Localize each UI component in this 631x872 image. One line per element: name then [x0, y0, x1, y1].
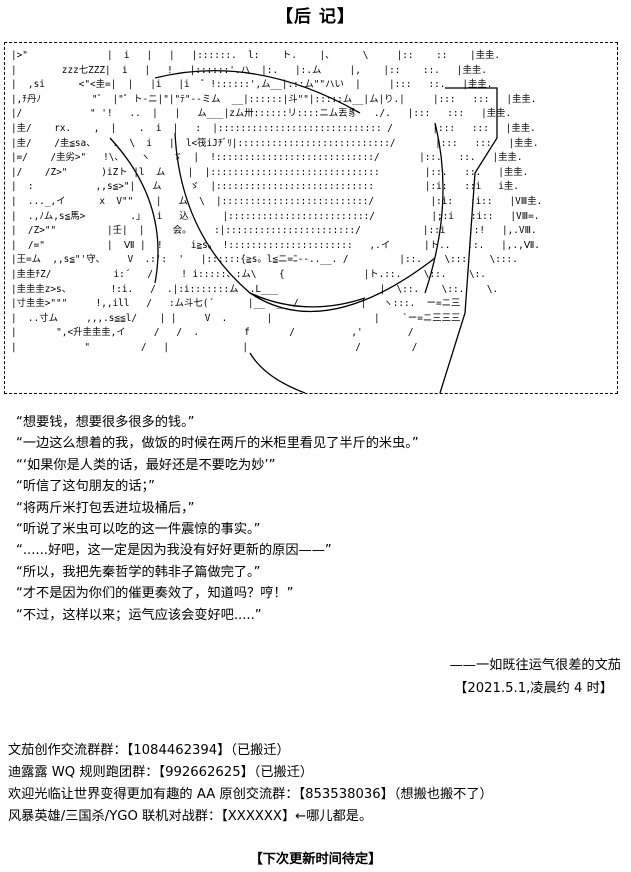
art-arc-outer	[154, 70, 361, 114]
group-line: 风暴英雄/三国杀/YGO 联机对战群：【XXXXXX】←哪儿都是。	[8, 809, 373, 824]
ascii-art-text: |>" | i | | |::::::. l: ト. |、 \ |:: :: |…	[11, 50, 543, 353]
art-hair-right	[424, 122, 444, 294]
quote-line: “将两斤米打包丢进垃圾桶后，”	[16, 500, 195, 516]
ascii-art-panel: |>" | i | | |::::::. l: ト. |、 \ |:: :: |…	[4, 42, 618, 394]
group-list: 文茄创作交流群群：【1084462394】（已搬迁） 迪露露 WQ 规则跑团群：…	[8, 740, 624, 828]
art-hair-left	[109, 137, 159, 284]
quote-line: “‘如果你是人类的话，最好还是不要吃为妙’”	[16, 457, 276, 473]
page-title: 【后 记】	[276, 7, 355, 27]
art-arc-chin	[249, 292, 366, 308]
signature-author: ——一如既往运气很差的文茄	[449, 658, 621, 673]
art-bottom-curve	[249, 352, 306, 393]
quote-line: “想要钱，想要很多很多的钱。”	[16, 415, 195, 430]
next-update-notice: 【下次更新时间待定】	[249, 852, 382, 867]
quote-line: “不过，这样以来；运气应该会变好吧.....”	[16, 607, 262, 623]
quote-line: “听信了这句朋友的话；”	[16, 479, 155, 495]
group-line: 迪露露 WQ 规则跑团群：【992662625】（已搬迁）	[8, 765, 314, 780]
quote-line: “所以，我把先秦哲学的韩非子篇做完了。”	[16, 564, 261, 580]
signature-date: 【2021.5.1,凌晨约 4 时】	[454, 681, 613, 696]
ascii-art-strokes	[109, 70, 498, 393]
quote-line: “一边这么想着的我，做饭的时候在两斤的米柜里看见了半斤的米虫。”	[16, 436, 419, 452]
group-line: 文茄创作交流群群：【1084462394】（已搬迁）	[8, 743, 290, 758]
quote-line: “......好吧，这一定是因为我没有好好更新的原因——”	[16, 543, 332, 559]
art-wedge	[439, 87, 498, 393]
quote-line: “才不是因为你们的催更奏效了，知道吗？哼！”	[16, 586, 294, 602]
quote-list: “想要钱，想要很多很多的钱。” “一边这么想着的我，做饭的时候在两斤的米柜里看见…	[16, 412, 620, 626]
quote-line: “听说了米虫可以吃的这一件震惊的事实。”	[16, 522, 261, 538]
group-line: 欢迎光临让世界变得更加有趣的 AA 原创交流群：【853538036】（想搬也搬…	[8, 787, 493, 802]
